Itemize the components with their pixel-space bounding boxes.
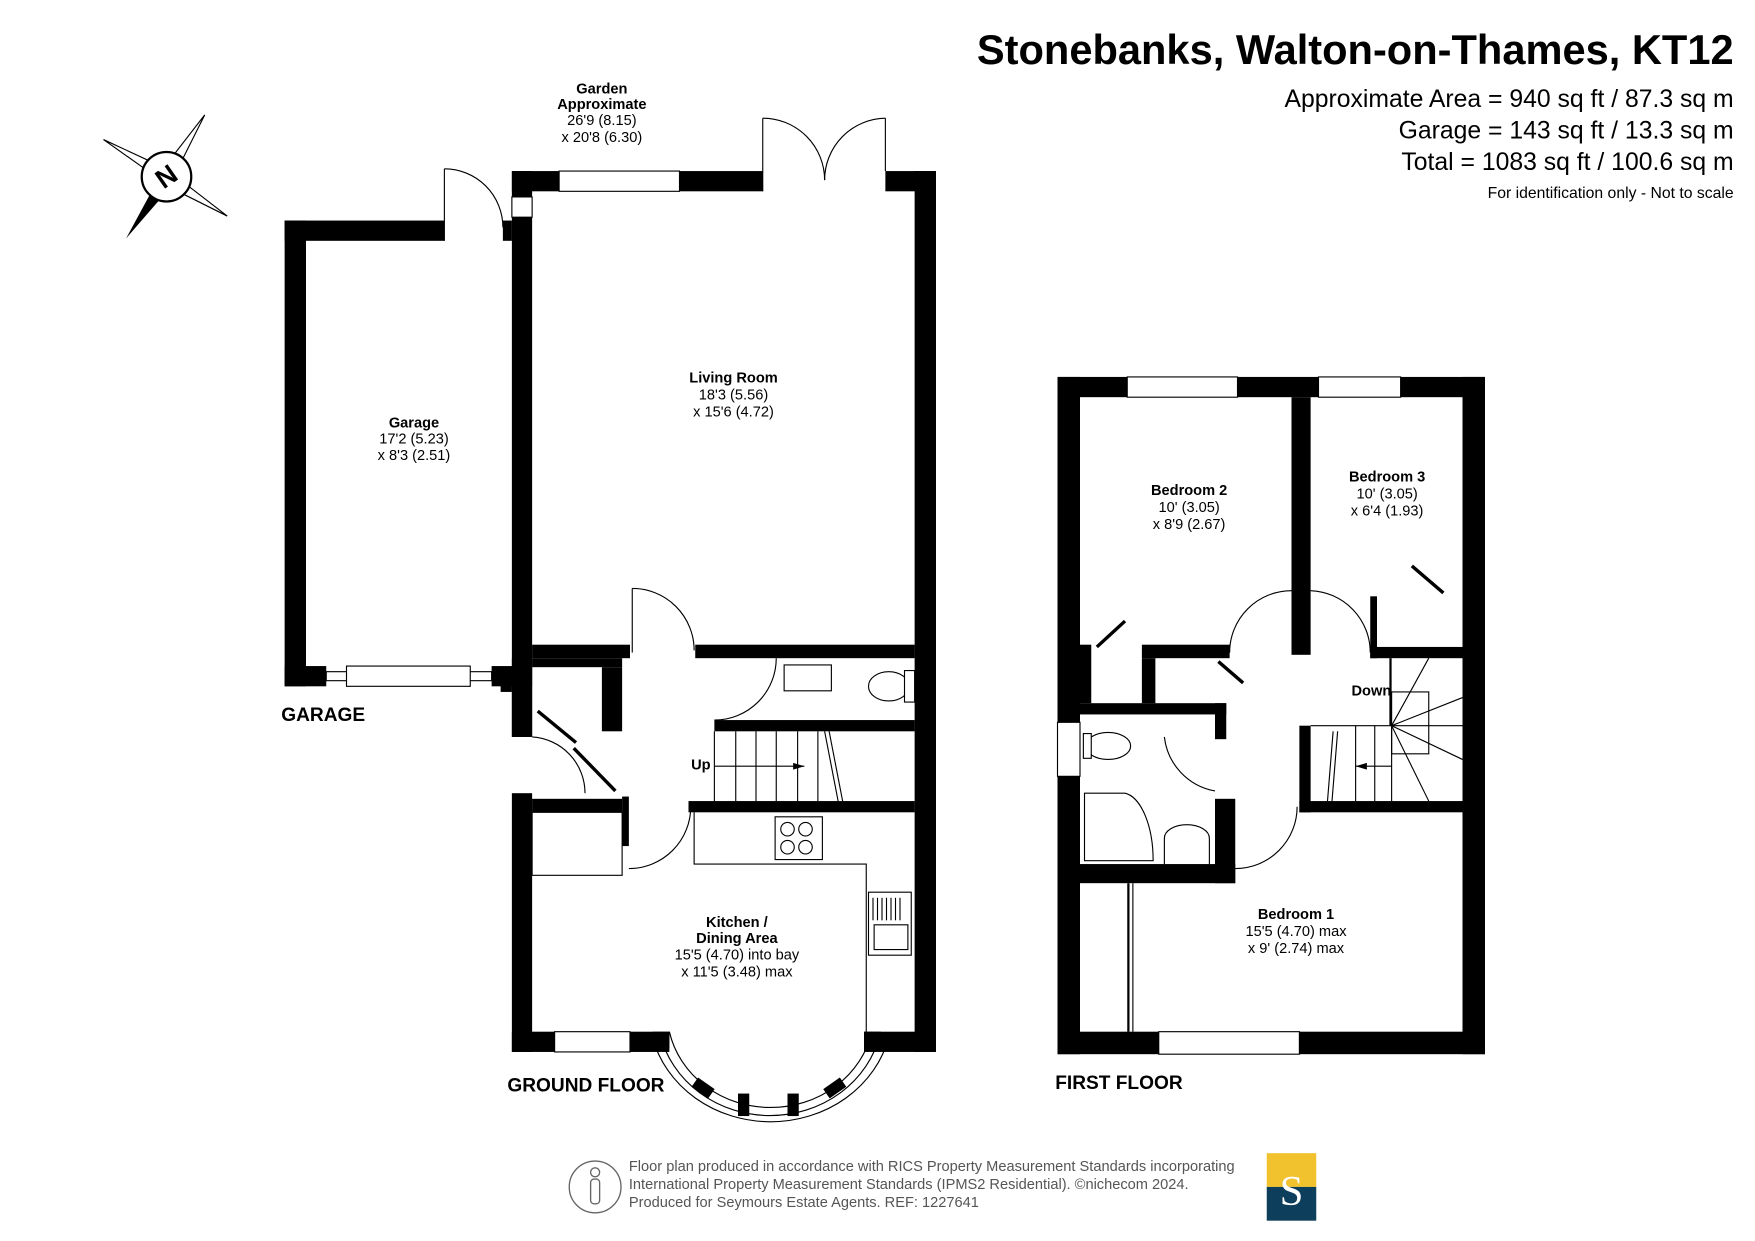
rics-person-icon <box>568 1160 622 1214</box>
logo-letter: S <box>1280 1168 1304 1215</box>
footer-line-1: Floor plan produced in accordance with R… <box>629 1159 1235 1175</box>
first-floor-label: FIRST FLOOR <box>1055 1073 1183 1094</box>
kitchen-room-name-2: Dining Area <box>696 931 778 947</box>
approximate-area: Approximate Area = 940 sq ft / 87.3 sq m <box>1284 86 1733 113</box>
compass-icon: N <box>103 114 228 239</box>
kitchen-dim-2: x 11'5 (3.48) max <box>681 965 793 981</box>
kitchen-dim-1: 15'5 (4.70) into bay <box>675 948 800 964</box>
bedroom2-dim-1: 10' (3.05) <box>1158 500 1219 516</box>
bedroom3-room-name: Bedroom 3 <box>1349 470 1425 486</box>
bedroom1-dim-1: 15'5 (4.70) max <box>1245 924 1347 940</box>
garden-dim-2: x 20'8 (6.30) <box>561 130 642 146</box>
garage-dim-2: x 8'3 (2.51) <box>378 448 451 464</box>
scale-note: For identification only - Not to scale <box>1488 185 1734 202</box>
bedroom3-dim-2: x 6'4 (1.93) <box>1351 503 1424 519</box>
ground-floor-walls <box>284 117 936 1123</box>
footer-line-2: International Property Measurement Stand… <box>629 1177 1189 1193</box>
bedroom1-dim-2: x 9' (2.74) max <box>1248 941 1345 957</box>
ground-floor-label: GROUND FLOOR <box>507 1075 664 1096</box>
garage-area: Garage = 143 sq ft / 13.3 sq m <box>1399 117 1734 144</box>
total-area: Total = 1083 sq ft / 100.6 sq m <box>1401 149 1733 176</box>
seymours-logo: S <box>1266 1153 1317 1221</box>
garden-label-2: Approximate <box>557 97 646 113</box>
plan-title: Stonebanks, Walton-on-Thames, KT12 <box>977 26 1734 73</box>
stairs-down-label: Down <box>1351 683 1391 699</box>
first-floor-walls <box>1056 376 1485 1055</box>
garden-dim-1: 26'9 (8.15) <box>567 113 636 129</box>
kitchen-room-name: Kitchen / <box>706 915 768 931</box>
living-dim-2: x 15'6 (4.72) <box>693 404 774 420</box>
bedroom3-dim-1: 10' (3.05) <box>1356 486 1417 502</box>
footer-line-3: Produced for Seymours Estate Agents. REF… <box>629 1195 979 1211</box>
bedroom1-room-name: Bedroom 1 <box>1258 907 1334 923</box>
bedroom2-room-name: Bedroom 2 <box>1151 483 1227 499</box>
bedroom2-dim-2: x 8'9 (2.67) <box>1153 517 1226 533</box>
living-room-name: Living Room <box>689 371 777 387</box>
stairs-up-label: Up <box>691 758 711 774</box>
garage-room-name: Garage <box>389 416 439 432</box>
living-dim-1: 18'3 (5.56) <box>699 387 768 403</box>
garage-floor-label: GARAGE <box>281 705 365 726</box>
garden-label: Garden <box>576 81 627 97</box>
garage-dim-1: 17'2 (5.23) <box>379 431 448 447</box>
